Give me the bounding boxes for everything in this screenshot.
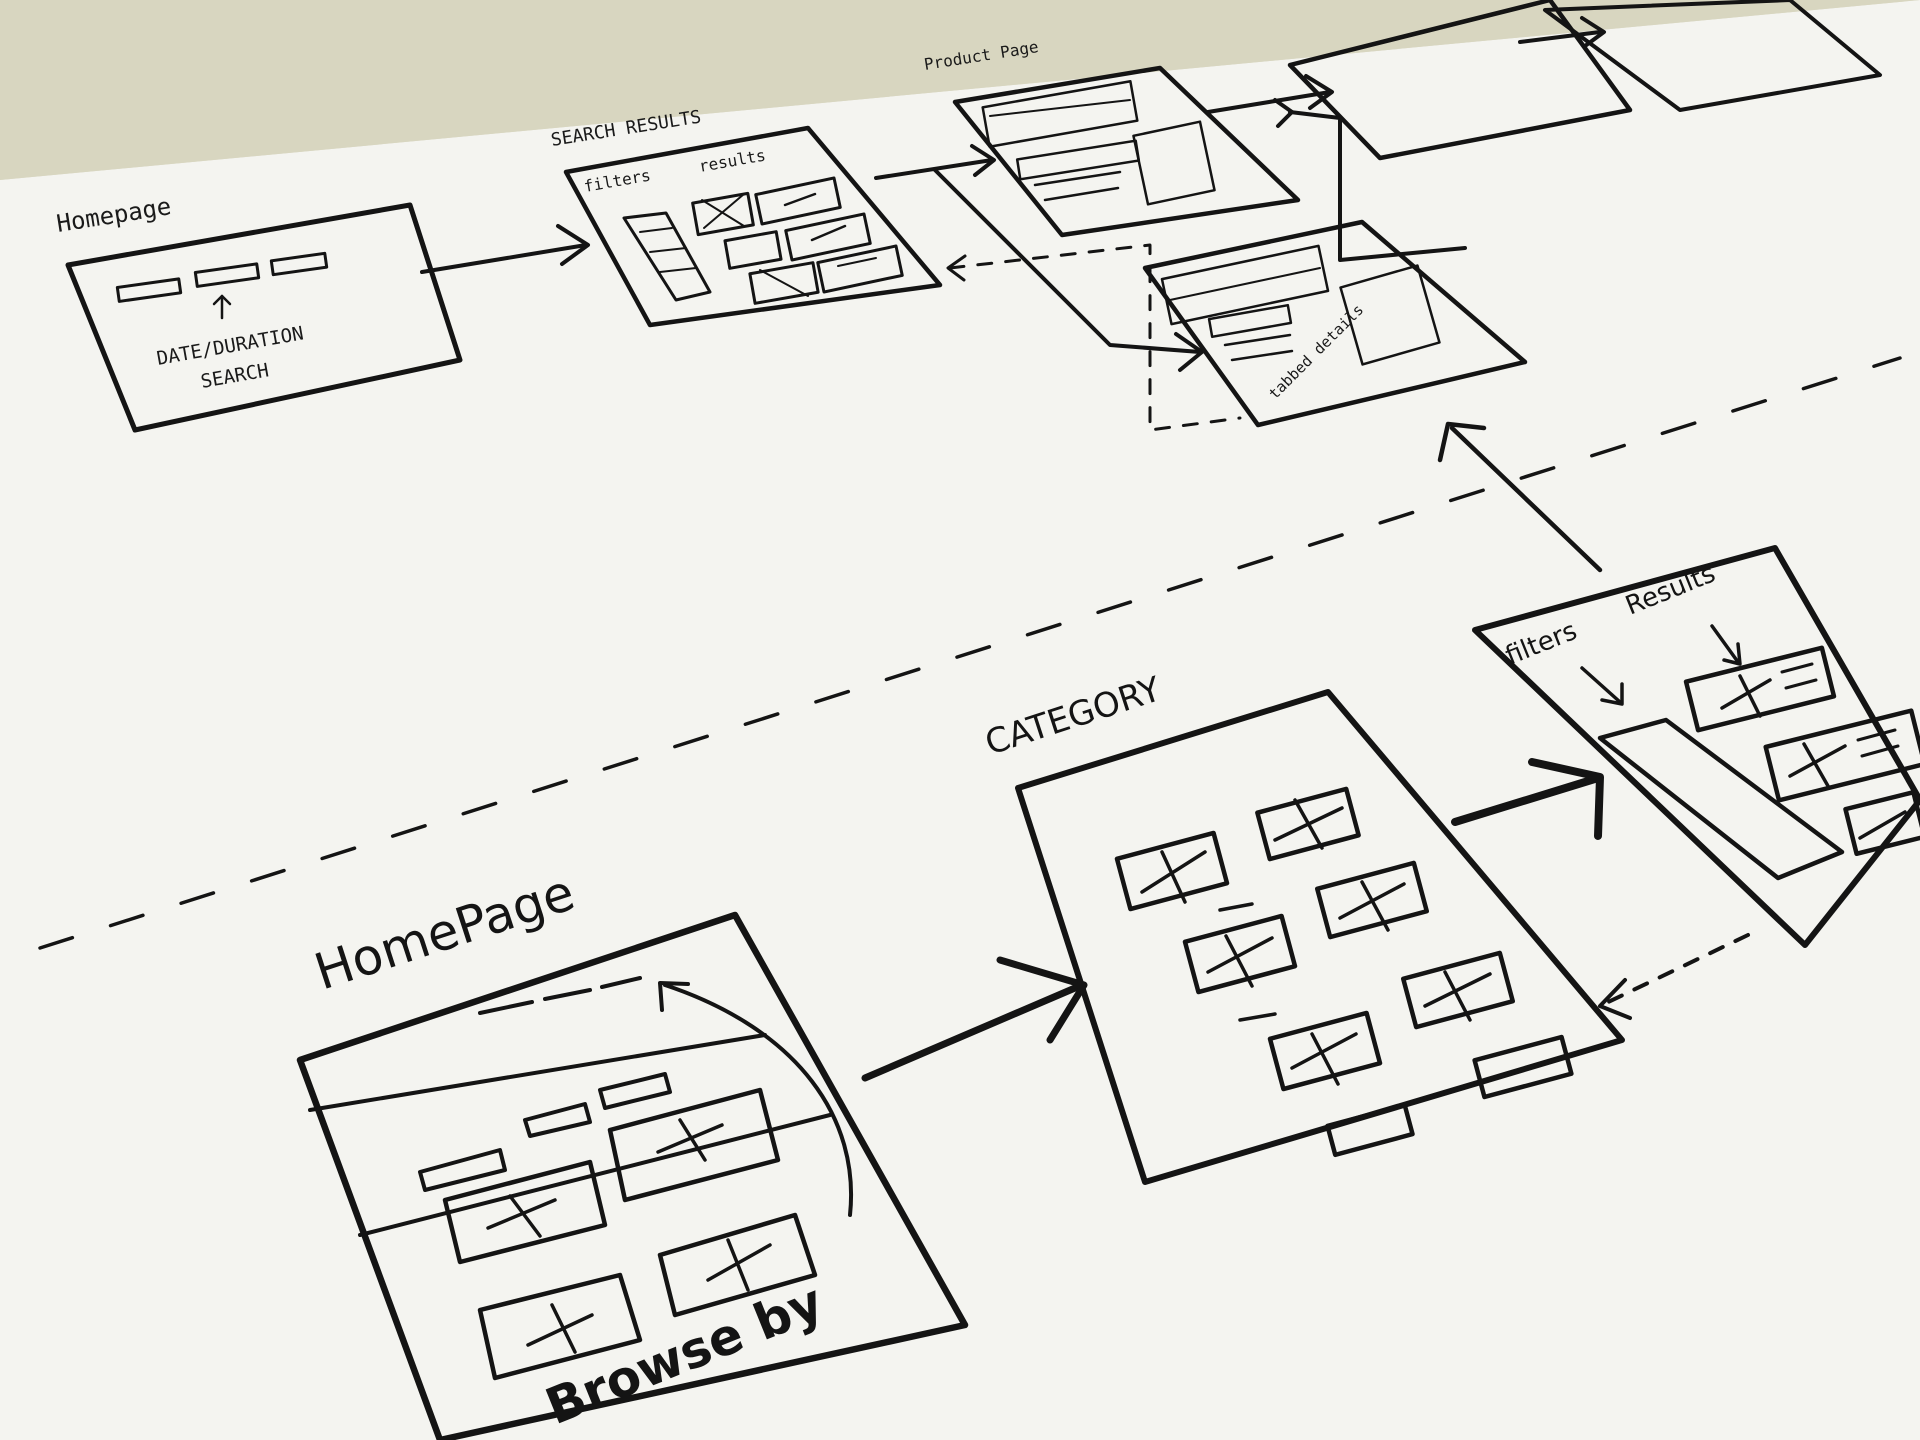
paper-sheet [0, 0, 1920, 1440]
wireframe-sketch-canvas: Homepage DATE/DURATION SEARCH SEARCH RES… [0, 0, 1920, 1440]
